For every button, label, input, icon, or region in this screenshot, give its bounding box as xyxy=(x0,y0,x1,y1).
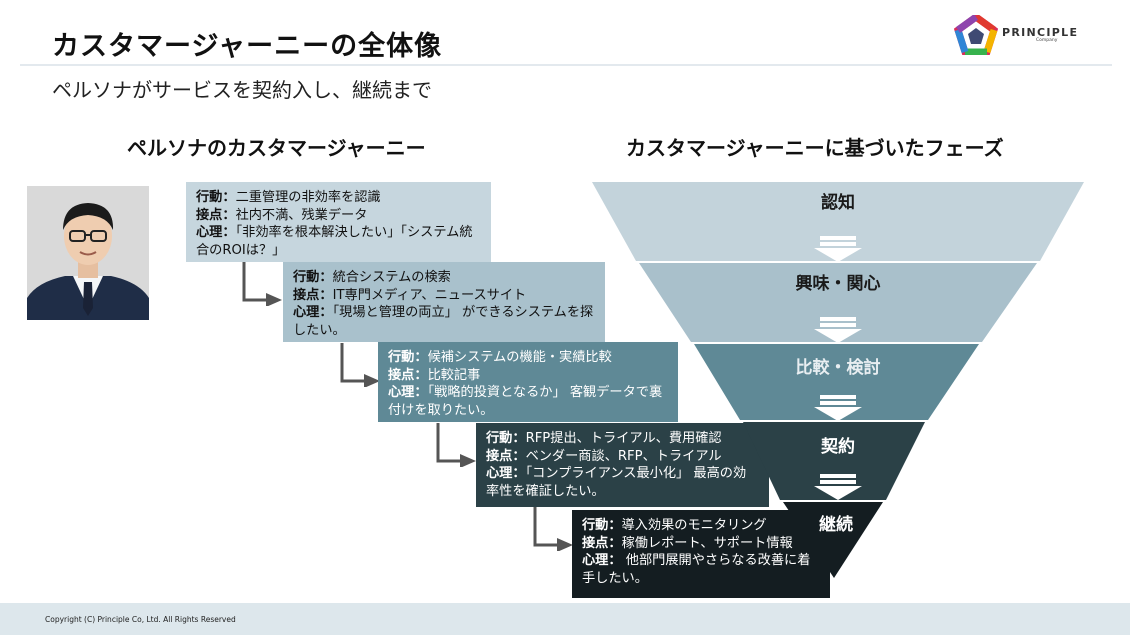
step-arrow-1-icon xyxy=(242,262,282,306)
card-touchpoint: 稼働レポート、サポート情報 xyxy=(621,535,793,551)
phases-heading: カスタマージャーニーに基づいたフェーズ xyxy=(626,136,1004,160)
phase-label-retention: 継続 xyxy=(819,515,853,535)
journey-card-retention: 行動：導入効果のモニタリング 接点：稼働レポート、サポート情報 心理： 他部門展… xyxy=(572,510,830,598)
title-divider xyxy=(20,64,1112,66)
action-label: 行動： xyxy=(582,518,622,533)
action-label: 行動： xyxy=(196,190,236,205)
psychology-label: 心理： xyxy=(196,225,236,240)
touchpoint-label: 接点： xyxy=(196,207,236,223)
card-touchpoint: 社内不満、残業データ xyxy=(235,207,368,223)
funnel-segment-interest xyxy=(639,263,1037,342)
journey-card-comparison: 行動：候補システムの機能・実績比較 接点：比較記事 心理：「戦略的投資となるか」… xyxy=(378,342,678,422)
funnel-segment-contract xyxy=(743,422,925,500)
step-arrow-2-icon xyxy=(340,343,380,387)
card-psychology: 「戦略的投資となるか」 客観データで裏付けを取りたい。 xyxy=(388,385,663,418)
funnel-segment-awareness xyxy=(592,182,1084,261)
psychology-label: 心理： xyxy=(388,385,428,400)
action-label: 行動： xyxy=(388,350,428,365)
funnel-down-arrows xyxy=(814,236,862,500)
journey-card-contract: 行動：RFP提出、トライアル、費用確認 接点：ベンダー商談、RFP、トライアル … xyxy=(476,423,769,507)
action-label: 行動： xyxy=(293,270,333,285)
down-arrow-icon xyxy=(814,317,862,343)
card-touchpoint: 比較記事 xyxy=(427,367,481,383)
down-arrow-icon xyxy=(814,236,862,262)
funnel-segment-retention xyxy=(783,502,883,578)
card-action: 導入効果のモニタリング xyxy=(621,518,767,533)
psychology-label: 心理： xyxy=(582,553,622,568)
journey-card-interest: 行動：統合システムの検索 接点：IT専門メディア、ニュースサイト 心理：「現場と… xyxy=(283,262,605,342)
card-touchpoint: ベンダー商談、RFP、トライアル xyxy=(525,448,722,464)
action-label: 行動： xyxy=(486,431,526,446)
phase-label-comparison: 比較・検討 xyxy=(795,358,881,378)
persona-journey-heading: ペルソナのカスタマージャーニー xyxy=(127,136,426,160)
phase-funnel xyxy=(592,182,1084,578)
down-arrow-icon xyxy=(814,395,862,421)
touchpoint-label: 接点： xyxy=(486,448,526,464)
card-psychology: 「コンプライアンス最小化」 最高の効率性を確証したい。 xyxy=(486,466,747,499)
phase-label-awareness: 認知 xyxy=(821,193,855,213)
card-psychology: 「非効率を根本解決したい」「システム統合のROIは？」 xyxy=(196,225,473,258)
card-action: 二重管理の非効率を認識 xyxy=(235,190,381,205)
card-psychology: 「現場と管理の両立」 ができるシステムを探したい。 xyxy=(293,305,594,338)
psychology-label: 心理： xyxy=(293,305,333,320)
pentagon-logo-icon xyxy=(953,12,999,56)
touchpoint-label: 接点： xyxy=(388,367,428,383)
page-title: カスタマージャーニーの全体像 xyxy=(52,31,443,62)
card-action: RFP提出、トライアル、費用確認 xyxy=(525,431,722,446)
phase-label-interest: 興味・関心 xyxy=(795,274,881,294)
persona-avatar-icon xyxy=(27,186,149,320)
step-arrow-4-icon xyxy=(533,507,573,551)
copyright-text: Copyright (C) Principle Co, Ltd. All Rig… xyxy=(45,615,236,624)
card-action: 統合システムの検索 xyxy=(332,270,451,285)
persona-photo xyxy=(27,186,149,320)
card-psychology: 他部門展開やさらなる改善に着手したい。 xyxy=(582,553,811,586)
funnel-segment-comparison xyxy=(694,344,979,420)
touchpoint-label: 接点： xyxy=(293,287,333,303)
down-arrow-icon xyxy=(814,474,862,500)
card-touchpoint: IT専門メディア、ニュースサイト xyxy=(332,287,527,303)
journey-card-awareness: 行動：二重管理の非効率を認識 接点：社内不満、残業データ 心理：「非効率を根本解… xyxy=(186,182,491,262)
step-arrow-3-icon xyxy=(436,423,476,467)
card-action: 候補システムの機能・実績比較 xyxy=(427,350,612,365)
touchpoint-label: 接点： xyxy=(582,535,622,551)
logo-wordmark: PRINCIPLE xyxy=(1002,26,1079,39)
psychology-label: 心理： xyxy=(486,466,526,481)
page-subtitle: ペルソナがサービスを契約入し、継続まで xyxy=(52,78,432,102)
phase-label-contract: 契約 xyxy=(821,437,855,457)
footer-bar: Copyright (C) Principle Co, Ltd. All Rig… xyxy=(0,603,1130,635)
logo-subtext: Company xyxy=(1036,38,1058,43)
company-logo: PRINCIPLE Company xyxy=(953,12,1094,56)
